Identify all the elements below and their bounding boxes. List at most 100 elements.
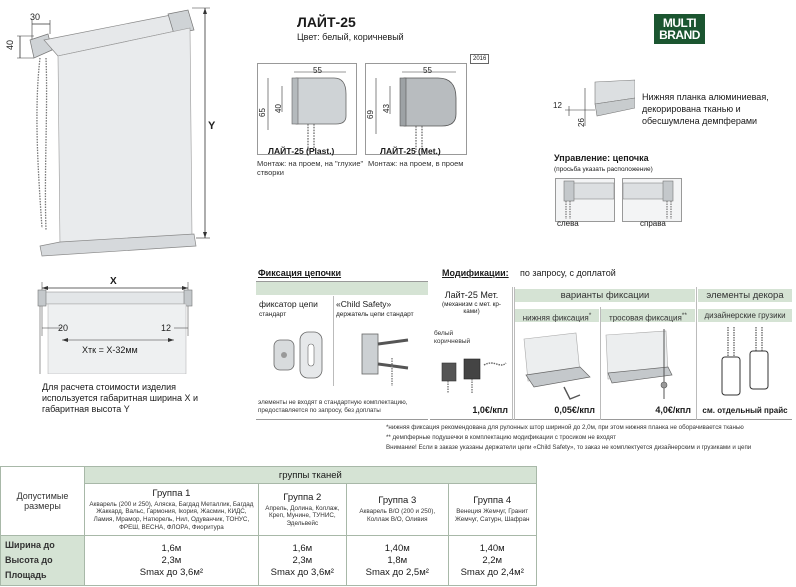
- mods-subtitle: по запросу, с доплатой: [520, 268, 616, 278]
- group-4-fabrics: Венеция Жемчуг, Гранит Жемчуг, Сатурн, Ш…: [454, 508, 530, 523]
- bar-dim-w: 12: [553, 101, 562, 110]
- mech1-height-outer: 65: [257, 108, 267, 117]
- met-sub: (механизм с мет. кр-ками): [442, 301, 501, 315]
- chain-fix-title: Фиксация цепочки: [258, 268, 342, 278]
- dim-x-label: X: [110, 276, 117, 287]
- fix-header: варианты фиксации: [515, 289, 695, 302]
- group-3-fabrics: Акварель B/O (200 и 250), Коллаж B/O, Ол…: [359, 508, 436, 523]
- row-label-width: Ширина до: [5, 540, 55, 550]
- met-column: Лайт-25 Мет. (механизм с мет. кр-ками) б…: [430, 287, 513, 420]
- year-badge: 2016: [470, 54, 490, 64]
- group-1-title: Группа 1: [152, 487, 191, 499]
- met-price: 1,0€/кпл: [472, 405, 508, 415]
- logo-line-2: BRAND: [659, 28, 700, 42]
- control-title: Управление: цепочка: [554, 153, 649, 163]
- mods-box: Лайт-25 Мет. (механизм с мет. кр-ками) б…: [430, 287, 792, 420]
- control-left-label: слева: [557, 219, 579, 228]
- bottom-fix-image: [523, 332, 591, 400]
- mech2-note: Монтаж: на проем, в проем: [368, 159, 464, 168]
- mech2-name: ЛАЙТ-25 (Met.): [380, 146, 441, 156]
- group-3-width: 1,40м: [384, 542, 410, 554]
- mech2-height-inner: 43: [381, 104, 391, 113]
- blind-drawing: 30 40 Y: [0, 0, 230, 262]
- control-right-illustration: [622, 180, 674, 219]
- mech2-height-outer: 69: [365, 110, 375, 119]
- mods-divider-3: [696, 287, 697, 420]
- logo-line-1: MULTI: [662, 16, 697, 30]
- group-3-area: Smax до 2,5м²: [365, 566, 429, 578]
- row-label-height: Высота до: [5, 555, 53, 565]
- control-left-box: [555, 178, 615, 222]
- bottom-bar-text: Нижняя планка алюминиевая, декорирована …: [642, 92, 769, 126]
- bottom-bar-illustration: [565, 79, 636, 126]
- group-4-cell: Группа 4 Венеция Жемчуг, Гранит Жемчуг, …: [447, 483, 537, 536]
- group-2-title: Группа 2: [283, 491, 322, 503]
- group-1-cell: Группа 1 Акварель (200 и 250), Аляска, Б…: [83, 483, 259, 536]
- mechanism-met-illustration: [375, 71, 457, 152]
- mech1-height-inner: 40: [273, 104, 283, 113]
- control-left-illustration: [563, 180, 615, 219]
- mech1-note: Монтаж: на проем, на "глухие" створки: [257, 159, 364, 177]
- group-1-values: 1,6м 2,3м Smax до 3,6м²: [83, 535, 259, 586]
- mechanism-met: 55 69 43: [365, 63, 467, 155]
- footnote-3: Внимание! Если в заказе указаны держател…: [386, 444, 752, 451]
- group-3-cell: Группа 3 Акварель B/O (200 и 250), Колла…: [345, 483, 449, 536]
- met-colors: белый коричневый: [434, 330, 471, 345]
- group-3-title: Группа 3: [378, 495, 417, 507]
- child-safety-icon: [361, 333, 409, 386]
- bottom-fix-name: нижняя фиксация: [522, 313, 589, 323]
- mech1-name: ЛАЙТ-25 (Plast.): [268, 146, 335, 156]
- mods-divider-2: [600, 307, 601, 420]
- blind-illustration: [17, 7, 210, 257]
- mods-divider-1: [514, 287, 515, 420]
- chain-fix-item-2-name: «Child Safety»: [336, 299, 392, 309]
- chain-fix-item-1-name: фиксатор цепи: [259, 299, 318, 309]
- dim-side-label: 40: [5, 39, 16, 51]
- control-right-label: справа: [640, 219, 666, 228]
- allowed-sizes-label: Допустимые размеры: [0, 466, 85, 536]
- mods-title: Модификации:: [442, 268, 509, 278]
- group-4-area: Smax до 2,4м²: [460, 566, 524, 578]
- mechanism-plast: 55 65 40: [257, 63, 357, 155]
- group-1-area: Smax до 3,6м²: [139, 566, 204, 578]
- chain-fix-item-2-sub: держатель цепи стандарт: [336, 311, 414, 318]
- cable-fix-price: 4,0€/кпл: [655, 405, 691, 415]
- designer-weights-image: [721, 327, 769, 396]
- chain-fix-divider: [333, 296, 334, 386]
- control-subtitle: (просьба указать расположение): [554, 166, 653, 173]
- dim-height-label: Y: [208, 120, 216, 132]
- group-4-values: 1,40м 2,2м Smax до 2,4м²: [447, 535, 537, 586]
- product-colors: Цвет: белый, коричневый: [297, 32, 404, 42]
- page-title: ЛАЙТ-25: [297, 14, 356, 30]
- group-4-height: 2,2м: [482, 554, 503, 566]
- group-2-area: Smax до 3,6м²: [270, 566, 334, 578]
- met-name: Лайт-25 Мет.: [444, 290, 499, 300]
- bottom-fix-price: 0,05€/кпл: [554, 405, 595, 415]
- cable-fix-mark: **: [681, 312, 687, 319]
- mech2-width: 55: [423, 66, 432, 75]
- group-2-height: 2,3м: [292, 554, 313, 566]
- brand-logo: MULTI BRAND: [654, 14, 705, 44]
- footnotes: *нижняя фиксация рекомендована для рулон…: [386, 423, 794, 453]
- table-blank: [536, 466, 796, 586]
- chain-fix-note: элементы не входят в стандартную комплек…: [258, 399, 408, 414]
- fabric-groups-header: группы тканей: [83, 466, 537, 484]
- decor-header: элементы декора: [698, 289, 792, 302]
- group-2-width: 1,6м: [292, 542, 313, 554]
- dim-right-label: 12: [161, 323, 172, 333]
- group-2-fabrics: Апрель, Долина, Коллаж, Креп, Мунине, ТУ…: [265, 504, 340, 527]
- dim-left-label: 20: [58, 323, 69, 333]
- met-mechanism-icon: [441, 358, 507, 393]
- cable-fix-name: тросовая фиксация: [609, 313, 682, 323]
- chain-fix-header-bar: [256, 282, 428, 295]
- calc-note: Для расчета стоимости изделия использует…: [42, 382, 199, 414]
- dim-top-label: 30: [30, 12, 41, 22]
- footnote-1: *нижняя фиксация рекомендована для рулон…: [386, 424, 744, 431]
- group-3-values: 1,40м 1,8м Smax до 2,5м²: [345, 535, 449, 586]
- group-1-width: 1,6м: [161, 542, 182, 554]
- group-1-fabrics: Акварель (200 и 250), Аляска, Багдад Мет…: [89, 500, 254, 531]
- size-row-labels: Ширина до Высота до Площадь: [0, 535, 85, 586]
- bottom-fix-header: нижняя фиксация*: [515, 309, 599, 323]
- chain-fix-box: фиксатор цепи стандарт «Child Safety» де…: [256, 281, 428, 420]
- width-illustration: [37, 282, 193, 375]
